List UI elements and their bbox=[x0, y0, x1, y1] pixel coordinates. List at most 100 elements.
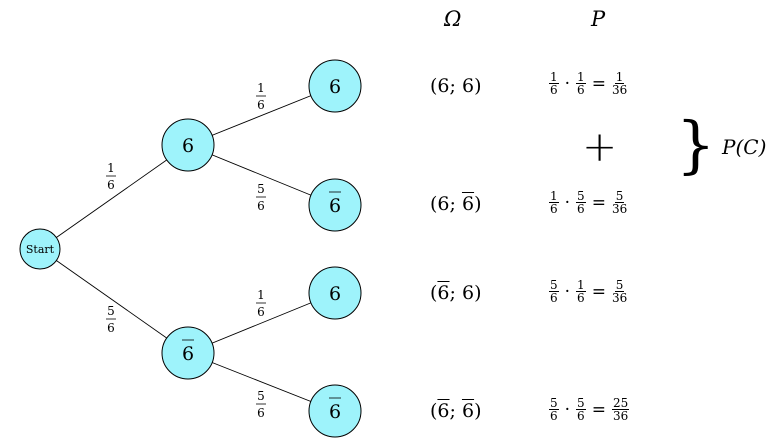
node-label: 6 bbox=[329, 195, 341, 217]
edge-label-numerator: 5 bbox=[107, 304, 115, 318]
numerator: 5 bbox=[576, 189, 586, 203]
edge-label-numerator: 5 bbox=[257, 182, 265, 196]
outcome-first: 6 bbox=[437, 193, 450, 215]
node-label: 6 bbox=[329, 76, 341, 98]
numerator: 25 bbox=[611, 396, 630, 410]
edge-label-denominator: 6 bbox=[257, 305, 265, 319]
multiply-dot: · bbox=[564, 399, 571, 420]
denominator: 6 bbox=[577, 409, 585, 423]
numerator: 5 bbox=[576, 396, 586, 410]
outcome-first: 6 bbox=[437, 75, 450, 97]
multiply-dot: · bbox=[564, 281, 571, 302]
edge-label-numerator: 5 bbox=[257, 389, 265, 403]
numerator: 5 bbox=[549, 278, 559, 292]
header-probability: P bbox=[591, 7, 606, 31]
numerator: 1 bbox=[549, 189, 559, 203]
node-start: Start bbox=[19, 228, 61, 270]
outcome-first: 6 bbox=[437, 400, 450, 422]
event-probability-label: P(C) bbox=[722, 135, 767, 159]
denominator: 6 bbox=[577, 83, 585, 97]
paren-close: ) bbox=[474, 75, 482, 97]
paren-open: ( bbox=[430, 193, 438, 215]
node-level2-not-six-b: 6 bbox=[308, 384, 362, 438]
edge-label-6-6: 1 6 bbox=[256, 81, 266, 112]
multiply-dot: · bbox=[564, 192, 571, 213]
paren-close: ) bbox=[474, 193, 482, 215]
denominator: 6 bbox=[577, 202, 585, 216]
paren-open: ( bbox=[430, 400, 438, 422]
separator: ; bbox=[449, 282, 456, 304]
edge-label-numerator: 1 bbox=[257, 288, 265, 302]
numerator: 5 bbox=[614, 189, 625, 203]
multiply-dot: · bbox=[564, 73, 571, 94]
right-brace: } bbox=[676, 108, 716, 181]
separator: ; bbox=[449, 400, 456, 422]
edge-label-start-6: 1 6 bbox=[106, 161, 116, 192]
outcome-row-3: (6; 6) bbox=[430, 282, 481, 304]
edge-label-denominator: 6 bbox=[107, 178, 115, 192]
numerator: 1 bbox=[576, 278, 586, 292]
equals-sign: = bbox=[591, 192, 606, 213]
numerator: 1 bbox=[576, 70, 586, 84]
paren-close: ) bbox=[474, 282, 482, 304]
edge-label-denominator: 6 bbox=[257, 98, 265, 112]
denominator: 6 bbox=[550, 409, 558, 423]
outcome-second: 6 bbox=[461, 193, 475, 215]
node-label: 6 bbox=[329, 401, 341, 423]
numerator: 5 bbox=[549, 396, 559, 410]
edge-start-to-not6 bbox=[39, 248, 189, 354]
denominator: 36 bbox=[611, 291, 628, 305]
outcome-row-4: (6; 6) bbox=[430, 400, 481, 422]
outcome-second: 6 bbox=[461, 282, 475, 304]
node-start-label: Start bbox=[26, 243, 55, 256]
paren-close: ) bbox=[474, 400, 482, 422]
edge-label-numerator: 1 bbox=[107, 161, 115, 175]
edge-label-denominator: 6 bbox=[107, 321, 115, 335]
plus-sign: + bbox=[582, 122, 618, 171]
edge-start-to-6 bbox=[39, 144, 189, 250]
edge-label-denominator: 6 bbox=[257, 406, 265, 420]
edge-label-6-not6: 5 6 bbox=[256, 182, 266, 213]
outcome-first: 6 bbox=[437, 282, 450, 304]
node-level2-not-six-a: 6 bbox=[308, 178, 362, 232]
edge-label-start-not6: 5 6 bbox=[106, 304, 116, 335]
paren-open: ( bbox=[430, 75, 438, 97]
denominator: 6 bbox=[577, 291, 585, 305]
edge-label-numerator: 1 bbox=[257, 81, 265, 95]
denominator: 6 bbox=[550, 202, 558, 216]
equals-sign: = bbox=[591, 281, 606, 302]
node-level2-six-a: 6 bbox=[308, 59, 362, 113]
separator: ; bbox=[449, 75, 456, 97]
denominator: 36 bbox=[611, 202, 628, 216]
denominator: 36 bbox=[611, 83, 628, 97]
outcome-row-1: (6; 6) bbox=[430, 75, 481, 97]
node-label: 6 bbox=[182, 135, 194, 157]
node-level1-not-six: 6 bbox=[161, 326, 215, 380]
node-level2-six-b: 6 bbox=[308, 266, 362, 320]
numerator: 5 bbox=[614, 278, 625, 292]
denominator: 36 bbox=[612, 409, 629, 423]
outcome-row-2: (6; 6) bbox=[430, 193, 481, 215]
denominator: 6 bbox=[550, 83, 558, 97]
equals-sign: = bbox=[591, 399, 606, 420]
numerator: 1 bbox=[614, 70, 625, 84]
denominator: 6 bbox=[550, 291, 558, 305]
node-level1-six: 6 bbox=[161, 118, 215, 172]
node-label: 6 bbox=[182, 343, 194, 365]
node-label: 6 bbox=[329, 283, 341, 305]
header-omega: Ω bbox=[444, 7, 462, 31]
outcome-second: 6 bbox=[461, 75, 475, 97]
edge-label-not6-6: 1 6 bbox=[256, 288, 266, 319]
equals-sign: = bbox=[591, 73, 606, 94]
outcome-second: 6 bbox=[461, 400, 475, 422]
edge-label-not6-not6: 5 6 bbox=[256, 389, 266, 420]
edge-label-denominator: 6 bbox=[257, 199, 265, 213]
separator: ; bbox=[449, 193, 456, 215]
numerator: 1 bbox=[549, 70, 559, 84]
paren-open: ( bbox=[430, 282, 438, 304]
